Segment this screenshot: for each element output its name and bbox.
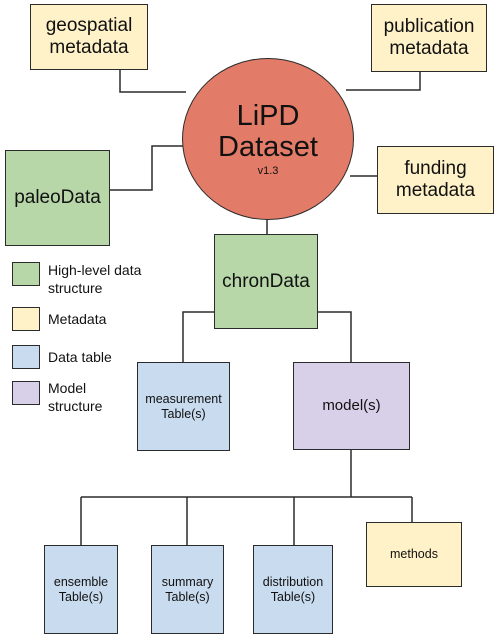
- legend-swatch-model: [12, 381, 40, 405]
- legend-label-metadata: Metadata: [48, 311, 107, 327]
- ensemble-line2: Table(s): [58, 589, 104, 604]
- summary-table-box: summary Table(s): [151, 545, 224, 634]
- paleodata-label: paleoData: [14, 187, 101, 209]
- legend-model-line2: structure: [48, 397, 103, 414]
- publication-metadata-box: publication metadata: [371, 4, 487, 72]
- chrondata-box: chronData: [214, 234, 318, 329]
- geospatial-metadata-box: geospatial metadata: [30, 4, 148, 70]
- dataset-version: v1.3: [257, 165, 279, 178]
- chrondata-label: chronData: [222, 270, 310, 292]
- connector-paleo: [110, 145, 188, 191]
- ensemble-table-box: ensemble Table(s): [44, 545, 118, 634]
- legend-swatch-data-table: [12, 345, 40, 369]
- dataset-title-line2: Dataset: [218, 131, 318, 163]
- geospatial-line1: geospatial: [45, 15, 133, 37]
- distribution-line1: distribution: [262, 575, 324, 590]
- ensemble-line1: ensemble: [53, 575, 109, 590]
- publication-line2: metadata: [389, 38, 469, 59]
- legend-model-line1: Model: [48, 380, 87, 396]
- connector-publication: [346, 70, 421, 91]
- legend-label-high-level: High-level data structure: [48, 262, 141, 297]
- connector-measurement: [182, 311, 214, 362]
- measurement-line2: Table(s): [161, 406, 206, 421]
- methods-label: methods: [390, 547, 438, 562]
- connector-model: [318, 311, 352, 362]
- measurement-line1: measurement: [145, 392, 222, 407]
- legend-label-model: Model structure: [48, 380, 102, 415]
- measurement-table-box: measurement Table(s): [137, 362, 230, 451]
- geospatial-line2: metadata: [49, 37, 129, 58]
- publication-line1: publication: [383, 16, 475, 38]
- legend-label-data-table: Data table: [48, 349, 112, 365]
- methods-box: methods: [366, 522, 462, 587]
- funding-line2: metadata: [395, 180, 476, 201]
- legend-swatch-metadata: [12, 307, 40, 331]
- models-box: model(s): [293, 362, 410, 450]
- dataset-title-line1: LiPD: [236, 99, 300, 132]
- legend-high-level-line2: structure: [48, 279, 103, 296]
- funding-metadata-box: funding metadata: [377, 146, 494, 214]
- paleodata-box: paleoData: [5, 150, 110, 246]
- summary-line2: Table(s): [165, 589, 210, 604]
- distribution-table-box: distribution Table(s): [253, 545, 333, 634]
- lipd-dataset-circle: LiPD Dataset v1.3: [182, 58, 354, 220]
- models-label: model(s): [322, 397, 381, 415]
- funding-line1: funding: [404, 158, 467, 180]
- distribution-line2: Table(s): [270, 589, 316, 604]
- connector-geospatial: [119, 68, 186, 93]
- legend-high-level-line1: High-level data: [48, 262, 142, 278]
- summary-line1: summary: [161, 575, 214, 590]
- legend-swatch-high-level: [12, 262, 40, 286]
